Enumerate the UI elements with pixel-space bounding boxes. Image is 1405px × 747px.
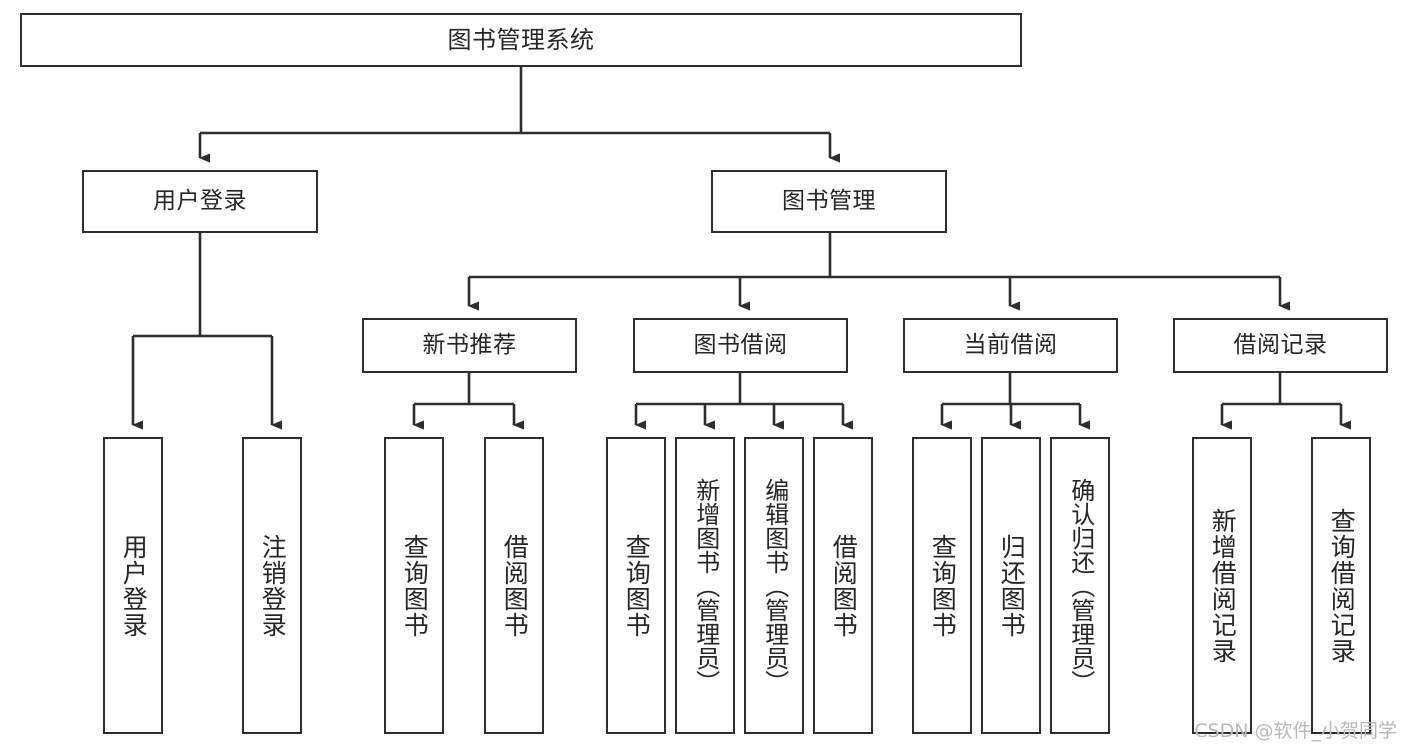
node-label: 图书管理	[782, 187, 876, 214]
node-label: 新增借阅记录	[1208, 507, 1238, 664]
node-label: 查询图书	[400, 533, 430, 638]
node-label: 编辑图书（管理员）	[760, 477, 789, 694]
csdn-watermark: CSDN @软件_小贺同学	[1194, 720, 1397, 742]
leaf-book-borrow-borrow-book[interactable]: 借阅图书	[813, 437, 873, 734]
node-borrow-record[interactable]: 借阅记录	[1173, 318, 1388, 373]
leaf-book-borrow-add-book-admin[interactable]: 新增图书（管理员）	[675, 437, 735, 734]
node-label: 新书推荐	[422, 331, 517, 358]
node-label: 借阅图书	[500, 533, 530, 638]
node-label: 用户登录	[119, 533, 149, 638]
leaf-book-borrow-edit-book-admin[interactable]: 编辑图书（管理员）	[744, 437, 804, 734]
node-label: 归还图书	[997, 533, 1027, 638]
node-label: 图书管理系统	[447, 25, 595, 54]
node-label: 确认归还（管理员）	[1066, 477, 1095, 694]
node-book-management[interactable]: 图书管理	[711, 170, 947, 233]
node-label: 注销登录	[258, 533, 288, 638]
node-label: 查询借阅记录	[1327, 507, 1357, 664]
leaf-book-borrow-query-book[interactable]: 查询图书	[606, 437, 666, 734]
node-user-login[interactable]: 用户登录	[82, 170, 318, 233]
node-label: 当前借阅	[963, 331, 1058, 358]
node-label: 借阅记录	[1233, 331, 1328, 358]
leaf-new-book-query-book[interactable]: 查询图书	[384, 437, 444, 734]
leaf-user-login-login[interactable]: 用户登录	[103, 437, 163, 734]
node-label: 图书借阅	[693, 331, 788, 358]
leaf-borrow-record-query-record[interactable]: 查询借阅记录	[1311, 437, 1371, 734]
leaf-current-borrow-query-book[interactable]: 查询图书	[912, 437, 972, 734]
node-label: 查询图书	[622, 533, 652, 638]
leaf-user-login-logout[interactable]: 注销登录	[242, 437, 302, 734]
node-root-book-management-system[interactable]: 图书管理系统	[20, 13, 1022, 67]
node-current-borrow[interactable]: 当前借阅	[903, 318, 1118, 373]
node-label: 查询图书	[928, 533, 958, 638]
leaf-new-book-borrow-book[interactable]: 借阅图书	[484, 437, 544, 734]
leaf-current-borrow-confirm-return-admin[interactable]: 确认归还（管理员）	[1050, 437, 1110, 734]
leaf-borrow-record-add-record[interactable]: 新增借阅记录	[1192, 437, 1252, 734]
node-label: 借阅图书	[829, 533, 859, 638]
node-label: 用户登录	[153, 187, 247, 214]
node-new-book-recommend[interactable]: 新书推荐	[362, 318, 577, 373]
leaf-current-borrow-return-book[interactable]: 归还图书	[981, 437, 1041, 734]
node-label: 新增图书（管理员）	[691, 477, 720, 694]
node-book-borrow[interactable]: 图书借阅	[633, 318, 848, 373]
